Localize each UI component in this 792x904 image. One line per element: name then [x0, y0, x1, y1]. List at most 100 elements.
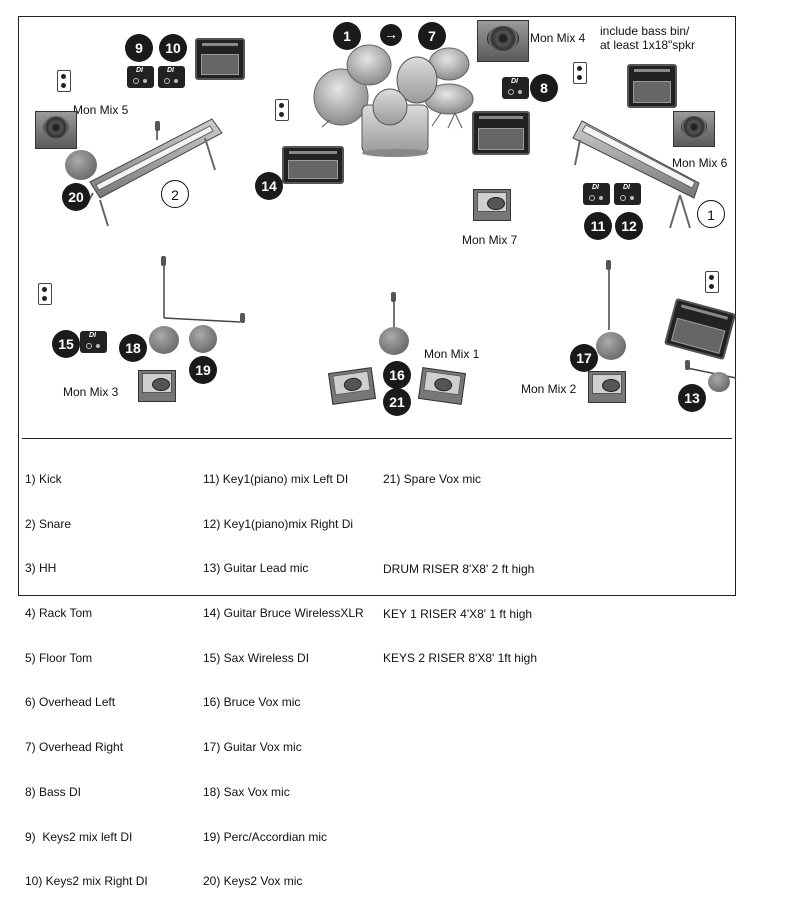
badge-20: 20 — [62, 183, 90, 211]
monitor-wedge-icon — [673, 111, 715, 147]
bass-note-line-1: include bass bin/ — [600, 24, 690, 38]
di-box-icon — [502, 77, 529, 99]
legend-column-3: 21) Spare Vox mic — [383, 442, 481, 502]
badge-10: 10 — [159, 34, 187, 62]
monitor-speaker-icon — [138, 370, 176, 402]
keyboard-1-riser-badge: 1 — [697, 200, 725, 228]
legend-item: 2) Snare — [25, 516, 72, 531]
mon-mix-1-label: Mon Mix 1 — [424, 347, 480, 361]
kick-mic-badge: 1 — [333, 22, 361, 50]
riser-notes: DRUM RISER 8'X8' 2 ft high KEY 1 RISER 4… — [383, 532, 537, 681]
power-outlet-icon — [573, 62, 587, 84]
badge-21: 21 — [383, 388, 411, 416]
keyboard-2-riser-badge: 2 — [161, 180, 189, 208]
legend-item: 20) Keys2 Vox mic — [203, 874, 303, 889]
legend-item: 9) Keys2 mix left DI — [25, 829, 133, 844]
drum-kit-icon — [313, 44, 474, 157]
legend-item: 15) Sax Wireless DI — [203, 650, 310, 665]
di-box-icon — [583, 183, 610, 205]
legend-item: 3) HH — [25, 561, 57, 576]
badge-15: 15 — [52, 330, 80, 358]
stage-plot-frame — [18, 16, 736, 596]
badge-12: 12 — [615, 212, 643, 240]
riser-note: KEYS 2 RISER 8'X8' 1ft high — [383, 651, 537, 666]
legend-item: 1) Kick — [25, 471, 62, 486]
legend-item: 12) Key1(piano)mix Right Di — [203, 516, 354, 531]
mic-stand-base-icon — [596, 332, 626, 360]
power-outlet-icon — [57, 70, 71, 92]
monitor-speaker-icon — [473, 189, 511, 221]
badge-17: 17 — [570, 344, 598, 372]
rack-tom — [396, 56, 438, 104]
monitor-speaker-icon — [417, 367, 467, 405]
legend-item: 21) Spare Vox mic — [383, 471, 482, 486]
legend-item: 8) Bass DI — [25, 784, 82, 799]
bass-cabinet-icon — [472, 111, 530, 155]
di-box-icon — [158, 66, 185, 88]
mon-mix-3-label: Mon Mix 3 — [63, 385, 119, 399]
mon-mix-5-label: Mon Mix 5 — [73, 103, 129, 117]
badge-13: 13 — [678, 384, 706, 412]
legend-item: 14) Guitar Bruce WirelessXLR — [203, 605, 364, 620]
snare-drum — [372, 88, 408, 126]
legend-item: 18) Sax Vox mic — [203, 784, 290, 799]
mic-icon — [155, 121, 160, 131]
legend-column-2: 11) Key1(piano) mix Left DI 12) Key1(pia… — [203, 442, 364, 904]
legend-item: 13) Guitar Lead mic — [203, 561, 309, 576]
power-outlet-icon — [705, 271, 719, 293]
power-outlet-icon — [38, 283, 52, 305]
keyboard-2-icon — [84, 118, 223, 227]
badge-11: 11 — [584, 212, 612, 240]
di-box-icon — [614, 183, 641, 205]
overhead-left-cymbal — [313, 68, 369, 126]
mon-mix-4-label: Mon Mix 4 — [530, 31, 586, 45]
legend-column-1: 1) Kick 2) Snare 3) HH 4) Rack Tom 5) Fl… — [25, 442, 148, 904]
badge-8: 8 — [530, 74, 558, 102]
legend-item: 17) Guitar Vox mic — [203, 740, 302, 755]
badge-9: 9 — [125, 34, 153, 62]
power-outlet-icon — [275, 99, 289, 121]
mic-icon — [606, 260, 611, 270]
mic-stand-base-icon — [189, 325, 217, 353]
legend-item: 11) Key1(piano) mix Left DI — [203, 471, 349, 486]
monitor-wedge-icon — [35, 111, 77, 149]
legend-item: 7) Overhead Right — [25, 740, 124, 755]
riser-note: DRUM RISER 8'X8' 2 ft high — [383, 561, 535, 576]
overhead-right-badge: 7 — [418, 22, 446, 50]
bass-note-line-2: at least 1x18"spkr — [600, 38, 695, 52]
mon-mix-6-label: Mon Mix 6 — [672, 156, 728, 170]
legend-item: 19) Perc/Accordian mic — [203, 829, 328, 844]
mic-stand-base-icon — [708, 372, 730, 392]
monitor-speaker-icon — [327, 367, 377, 405]
badge-19: 19 — [189, 356, 217, 384]
mic-stand-base-icon — [379, 327, 409, 355]
mic-stand-base-icon — [149, 326, 179, 354]
legend-item: 6) Overhead Left — [25, 695, 116, 710]
mic-icon — [391, 292, 396, 302]
mic-icon — [240, 313, 245, 323]
mic-stand-base-icon — [65, 150, 97, 180]
guitar-amp-icon — [282, 146, 344, 184]
legend-item: 4) Rack Tom — [25, 605, 93, 620]
monitor-speaker-icon — [588, 371, 626, 403]
mic-icon — [685, 360, 690, 370]
hihat-cymbal — [346, 44, 392, 86]
badge-16: 16 — [383, 361, 411, 389]
mic-icon — [161, 256, 166, 266]
bass-amp-icon — [627, 64, 677, 108]
mon-mix-2-label: Mon Mix 2 — [521, 382, 577, 396]
riser-note: KEY 1 RISER 4'X8' 1 ft high — [383, 606, 533, 621]
keys2-amp-icon — [195, 38, 245, 80]
monitor-wedge-icon — [477, 20, 529, 62]
legend-item: 5) Floor Tom — [25, 650, 93, 665]
right-arrow-icon: → — [380, 24, 402, 46]
legend-divider — [22, 438, 732, 439]
keyboard-1-icon — [572, 120, 700, 229]
badge-14: 14 — [255, 172, 283, 200]
stage-plot-drawing — [84, 44, 737, 379]
legend-item: 10) Keys2 mix Right DI — [25, 874, 148, 889]
badge-18: 18 — [119, 334, 147, 362]
di-box-icon — [80, 331, 107, 353]
mon-mix-7-label: Mon Mix 7 — [462, 233, 518, 247]
di-box-icon — [127, 66, 154, 88]
